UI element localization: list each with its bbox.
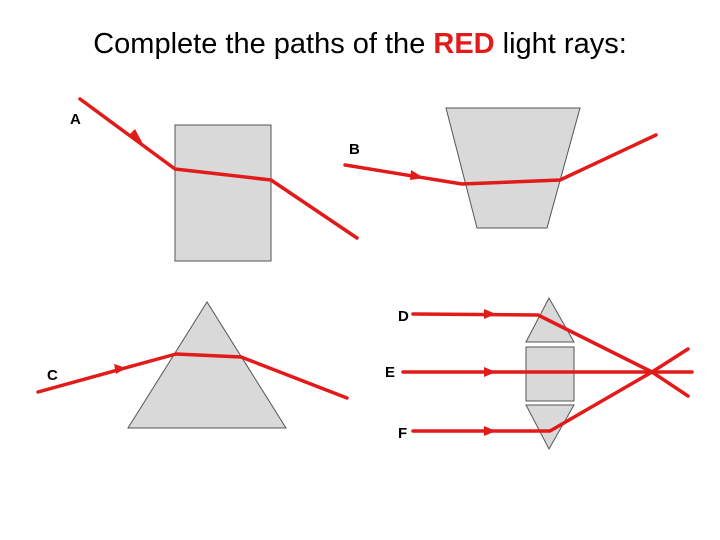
title-highlight: RED <box>433 28 495 60</box>
label-f: F <box>398 425 407 442</box>
ray-c <box>36 352 349 400</box>
ray-c-arrow <box>114 364 126 374</box>
ray-e-arrow <box>484 367 496 377</box>
label-b: B <box>349 141 360 158</box>
ray-d <box>411 312 690 398</box>
label-e: E <box>385 364 395 381</box>
ray-f-arrow <box>484 426 496 436</box>
ray-b-arrow <box>410 170 424 180</box>
ray-f <box>411 347 690 433</box>
label-a: A <box>70 111 81 128</box>
label-d: D <box>398 308 409 325</box>
label-c: C <box>47 367 58 384</box>
trapezoid-block-b <box>445 107 581 229</box>
ray-a <box>78 97 359 240</box>
glass-block-a <box>174 124 272 262</box>
page-title: Complete the paths of the RED light rays… <box>0 28 720 61</box>
ray-b <box>343 133 658 186</box>
ray-d-arrow <box>484 309 496 319</box>
triangular-prism-c <box>127 301 287 429</box>
title-suffix: light rays: <box>494 28 627 60</box>
ray-a-arrow <box>128 129 143 144</box>
title-prefix: Complete the paths of the <box>93 28 434 60</box>
lens-bottom-prism <box>525 404 575 451</box>
lens-middle-block <box>525 346 575 402</box>
